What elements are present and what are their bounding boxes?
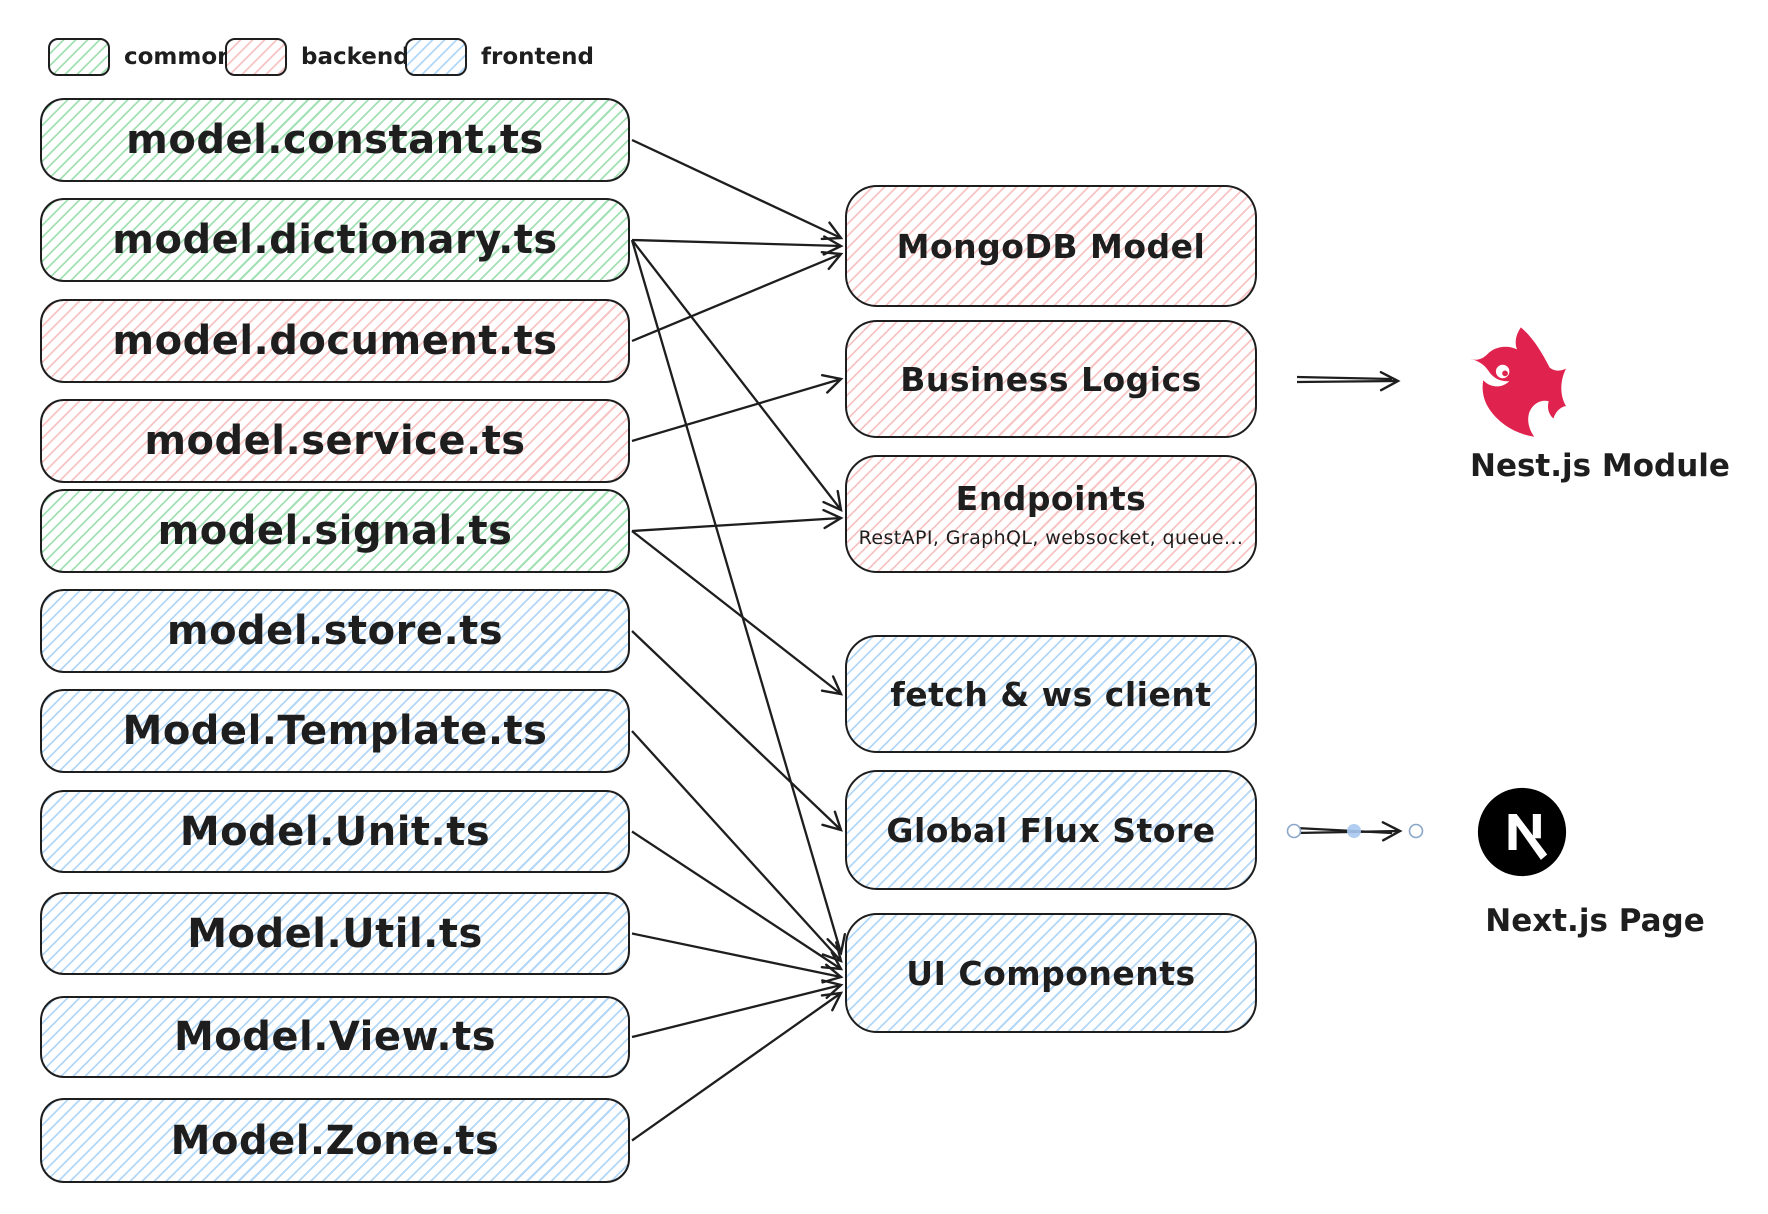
node-label: fetch & ws client (890, 674, 1212, 714)
arrow-view-to-ui[interactable] (631, 979, 844, 1039)
next-page-arrow[interactable] (1286, 821, 1424, 842)
node-label: Global Flux Store (886, 810, 1216, 850)
legend-swatch-common[interactable] (48, 38, 110, 76)
arrow-template-to-ui[interactable] (631, 730, 843, 963)
arrow-end-handle[interactable] (1408, 823, 1424, 839)
nestjs-logo[interactable] (1470, 320, 1566, 446)
node-mongodb-model[interactable]: MongoDB Model (845, 185, 1257, 307)
node-label: Model.Template.ts (122, 708, 548, 754)
legend-item-common: common (48, 38, 234, 76)
arrow-dictionary-to-mongodb[interactable] (631, 235, 844, 256)
arrow-document-to-mongodb[interactable] (631, 251, 844, 343)
arrow-dictionary-to-ui[interactable] (630, 239, 847, 956)
nestjs-module-label: Nest.js Module (1470, 448, 1730, 484)
node-label: Endpoints (955, 479, 1147, 518)
node-label: model.constant.ts (126, 117, 544, 163)
node-label: Model.Zone.ts (170, 1117, 500, 1164)
legend-swatch-frontend[interactable] (405, 38, 467, 76)
node-model-constant[interactable]: model.constant.ts (40, 98, 630, 182)
legend-item-frontend: frontend (405, 38, 594, 76)
node-model-dictionary[interactable]: model.dictionary.ts (40, 198, 630, 282)
arrow-unit-to-ui[interactable] (631, 830, 844, 971)
arrow-util-to-ui[interactable] (631, 932, 844, 984)
node-model-service[interactable]: model.service.ts (40, 399, 630, 483)
node-label: model.signal.ts (157, 508, 513, 554)
arrow-store-to-flux[interactable] (631, 630, 843, 832)
arrow-dictionary-to-endpoints[interactable] (631, 239, 843, 513)
nextjs-page-label: Next.js Page (1485, 903, 1705, 939)
node-global-flux-store[interactable]: Global Flux Store (845, 770, 1257, 890)
node-sublabel: RestAPI, GraphQL, websocket, queue... (858, 527, 1244, 549)
arrow-constant-to-mongodb[interactable] (631, 138, 844, 241)
node-ui-components[interactable]: UI Components (845, 913, 1257, 1033)
legend-label-common: common (124, 44, 234, 70)
arrow-service-to-business[interactable] (631, 374, 844, 443)
node-endpoints[interactable]: Endpoints RestAPI, GraphQL, websocket, q… (845, 455, 1257, 573)
node-label: Model.View.ts (173, 1014, 497, 1060)
legend-swatch-backend[interactable] (225, 38, 287, 76)
node-label: Business Logics (900, 359, 1202, 399)
arrow-midpoint-handle[interactable] (1347, 824, 1361, 838)
node-label: model.document.ts (112, 318, 558, 364)
node-model-zone[interactable]: Model.Zone.ts (40, 1098, 630, 1183)
node-model-store[interactable]: model.store.ts (40, 589, 630, 673)
node-model-signal[interactable]: model.signal.ts (40, 489, 630, 573)
arrow-signal-to-endpoints[interactable] (631, 508, 844, 533)
node-label: Model.Util.ts (187, 910, 483, 957)
arrow-zone-to-ui[interactable] (631, 991, 844, 1142)
arrow-start-handle[interactable] (1286, 823, 1302, 839)
node-label: model.dictionary.ts (112, 217, 558, 263)
legend-label-frontend: frontend (481, 44, 594, 70)
node-model-template[interactable]: Model.Template.ts (40, 689, 630, 773)
node-label: model.service.ts (144, 418, 526, 464)
node-model-document[interactable]: model.document.ts (40, 299, 630, 383)
node-label: MongoDB Model (896, 226, 1206, 266)
node-model-unit[interactable]: Model.Unit.ts (40, 790, 630, 873)
node-label: model.store.ts (166, 608, 504, 654)
node-label: UI Components (906, 953, 1196, 993)
node-label: Model.Unit.ts (179, 808, 491, 855)
node-fetch-ws-client[interactable]: fetch & ws client (845, 635, 1257, 753)
legend-item-backend: backend (225, 38, 410, 76)
legend-label-backend: backend (301, 44, 410, 70)
arrow-signal-to-fetch[interactable] (631, 530, 844, 696)
nest-module-arrow[interactable] (1296, 370, 1401, 392)
node-model-util[interactable]: Model.Util.ts (40, 892, 630, 975)
nextjs-logo[interactable] (1477, 787, 1567, 877)
node-model-view[interactable]: Model.View.ts (40, 996, 630, 1078)
node-business-logics[interactable]: Business Logics (845, 320, 1257, 438)
